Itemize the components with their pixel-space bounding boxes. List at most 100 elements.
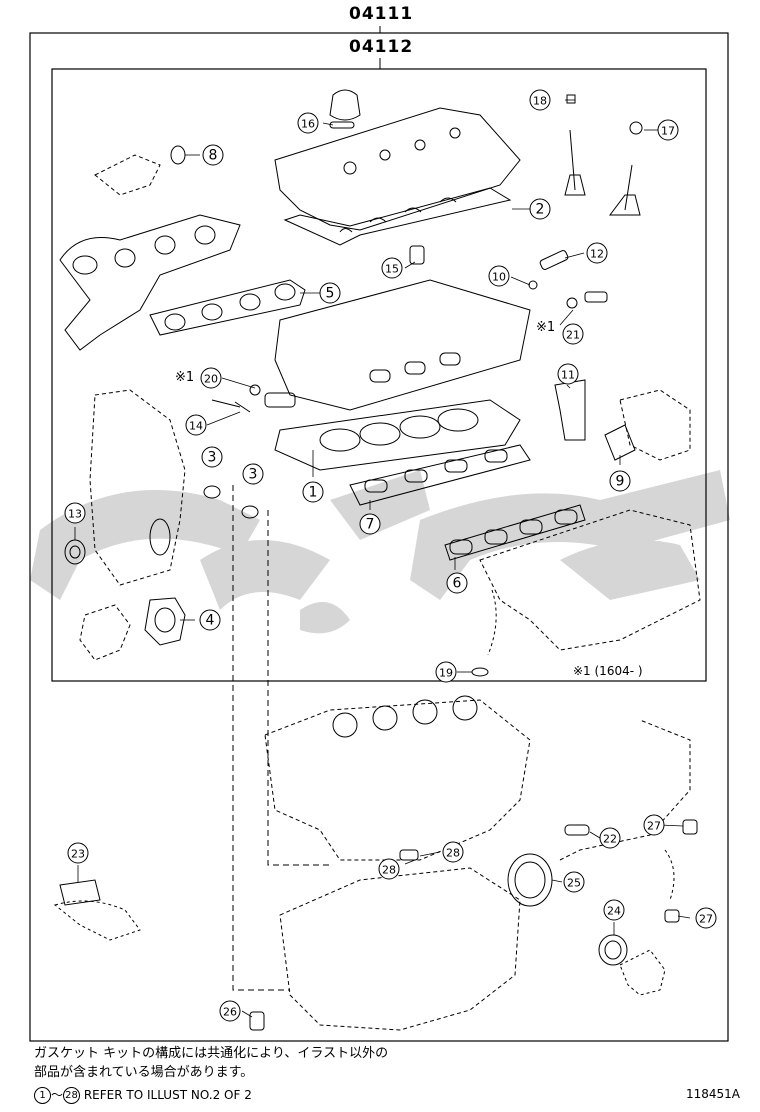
callout-circle bbox=[64, 502, 86, 524]
callout-14: 14 bbox=[185, 414, 207, 436]
callout-9: 9 bbox=[609, 470, 631, 492]
footer-note-line1: ガスケット キットの構成には共通化により、イラスト以外の bbox=[34, 1046, 389, 1061]
callout-number: 20 bbox=[204, 373, 218, 386]
water-pump-gasket bbox=[144, 597, 186, 646]
callout-circle bbox=[435, 661, 457, 683]
callout-circle bbox=[586, 242, 608, 264]
ref-text: REFER TO ILLUST NO.2 OF 2 bbox=[83, 1088, 252, 1102]
callout-circle bbox=[201, 446, 223, 468]
callout-number: 19 bbox=[439, 667, 453, 680]
water-pipe bbox=[559, 719, 691, 861]
callout-number: 16 bbox=[301, 118, 315, 131]
callout-8: 8 bbox=[202, 144, 224, 166]
callout-19: 19 bbox=[435, 661, 457, 683]
callout-number: 14 bbox=[189, 420, 203, 433]
bracket-11 bbox=[554, 379, 586, 441]
oil-pan bbox=[279, 867, 521, 1031]
callout-circle bbox=[359, 513, 381, 535]
callout-circle bbox=[446, 572, 468, 594]
callout-circle bbox=[603, 899, 625, 921]
callout-number: 18 bbox=[533, 95, 547, 108]
callout-circle bbox=[185, 414, 207, 436]
callout-number: 11 bbox=[561, 369, 575, 382]
footer-note-line2: 部品が含まれている場合があります。 bbox=[34, 1065, 254, 1080]
part-drawings bbox=[53, 89, 701, 1031]
callout-circle bbox=[219, 1000, 241, 1022]
inner-assembly-code: 04112 bbox=[349, 37, 414, 57]
callout-circle bbox=[609, 470, 631, 492]
callout-circle bbox=[643, 814, 665, 836]
callout-circle bbox=[657, 119, 679, 141]
callout-number: 26 bbox=[223, 1006, 237, 1019]
callout-5: 5 bbox=[319, 282, 341, 304]
callout-3: 3 bbox=[201, 446, 223, 468]
timing-cover bbox=[89, 389, 186, 586]
callout-4: 4 bbox=[199, 609, 221, 631]
callout-number: 28 bbox=[446, 847, 460, 860]
callout-number: 28 bbox=[382, 864, 396, 877]
callout-1: 1 bbox=[302, 481, 324, 503]
callout-number: 1 bbox=[309, 485, 318, 501]
footer-reference: 1〜28 REFER TO ILLUST NO.2 OF 2 bbox=[34, 1086, 252, 1104]
callout-6: 6 bbox=[446, 572, 468, 594]
callout-circle bbox=[302, 481, 324, 503]
intake-manifold bbox=[479, 509, 701, 651]
callout-number: 3 bbox=[249, 467, 258, 483]
callout-number: 3 bbox=[208, 450, 217, 466]
callout-circle bbox=[319, 282, 341, 304]
callout-number: 2 bbox=[536, 202, 545, 218]
exhaust-pipe bbox=[94, 154, 161, 196]
oil-strainer-gasket bbox=[59, 879, 101, 906]
callout-7: 7 bbox=[359, 513, 381, 535]
callout-number: 21 bbox=[566, 329, 580, 342]
callout-circle bbox=[378, 858, 400, 880]
callout-circle bbox=[488, 265, 510, 287]
callout-3: 3 bbox=[242, 463, 264, 485]
marker-note-20: ※1 bbox=[175, 370, 195, 385]
callout-number: 9 bbox=[616, 474, 625, 490]
callout-10: 10 bbox=[488, 265, 510, 287]
callout-15: 15 bbox=[381, 257, 403, 279]
callout-number: 23 bbox=[71, 848, 85, 861]
head-cover-gasket bbox=[283, 187, 512, 246]
callout-circle bbox=[529, 198, 551, 220]
callout-18: 18 bbox=[529, 89, 551, 111]
ref-from-circle: 1 bbox=[34, 1087, 51, 1104]
intake-gasket-upper bbox=[349, 444, 531, 506]
oil-filler-cap bbox=[329, 89, 361, 121]
callout-circle bbox=[442, 841, 464, 863]
marker-note-21: ※1 bbox=[536, 320, 556, 335]
callout-27: 27 bbox=[695, 907, 717, 929]
callout-number: 25 bbox=[567, 877, 581, 890]
callout-17: 17 bbox=[657, 119, 679, 141]
cylinder-head bbox=[274, 279, 531, 411]
callout-12: 12 bbox=[586, 242, 608, 264]
callout-circle bbox=[599, 827, 621, 849]
inner-frame bbox=[51, 68, 707, 682]
watermark bbox=[30, 470, 730, 634]
callout-circle bbox=[200, 367, 222, 389]
intake-gasket-lower bbox=[444, 504, 586, 561]
callout-circle bbox=[297, 112, 319, 134]
outer-frame bbox=[29, 32, 729, 1042]
callout-number: 12 bbox=[590, 248, 604, 261]
callout-number: 7 bbox=[366, 517, 375, 533]
callout-27: 27 bbox=[643, 814, 665, 836]
leader-lines bbox=[74, 99, 691, 1018]
ref-separator: 〜 bbox=[51, 1088, 64, 1102]
cylinder-head-gasket bbox=[274, 399, 521, 471]
callout-number: 17 bbox=[661, 125, 675, 138]
callout-2: 2 bbox=[529, 198, 551, 220]
callout-circle bbox=[557, 363, 579, 385]
callout-number: 13 bbox=[68, 508, 82, 521]
callout-circle bbox=[529, 89, 551, 111]
callout-circle bbox=[242, 463, 264, 485]
callout-number: 8 bbox=[209, 148, 218, 164]
callout-21: 21 bbox=[562, 323, 584, 345]
callout-number: 10 bbox=[492, 271, 506, 284]
outer-assembly-code: 04111 bbox=[349, 4, 414, 24]
water-pump bbox=[79, 604, 131, 661]
figure-id: 118451A bbox=[686, 1087, 741, 1101]
callout-circle bbox=[381, 257, 403, 279]
